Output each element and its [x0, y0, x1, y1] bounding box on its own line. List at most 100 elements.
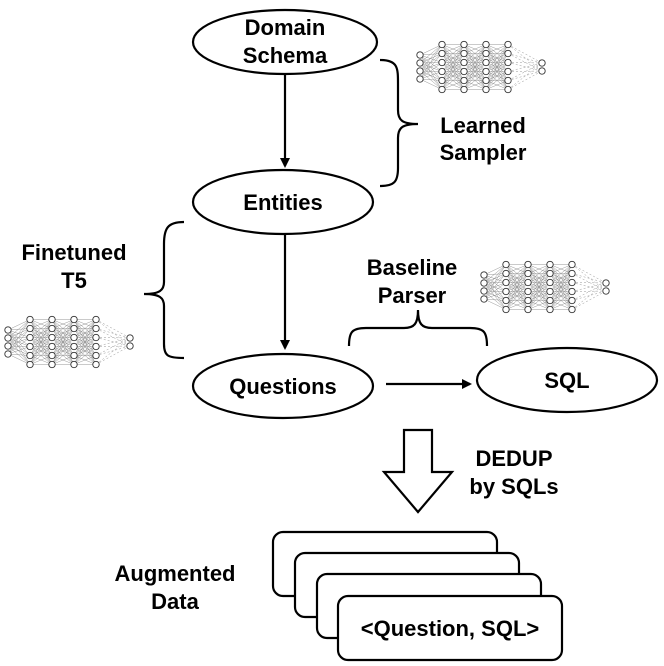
nn-edge	[505, 264, 529, 292]
nn-neuron	[70, 333, 78, 342]
nn-edge	[441, 44, 465, 54]
nn-edge	[73, 319, 97, 347]
nn-neuron	[70, 324, 78, 333]
nn-neuron	[416, 51, 424, 59]
nn-neuron	[460, 85, 468, 94]
nn-neuron	[92, 360, 100, 369]
nn-edge	[419, 44, 443, 56]
nn-neuron	[546, 278, 554, 287]
finetuned-t5-line1: Finetuned	[21, 240, 126, 265]
nn-edge	[95, 337, 131, 365]
nn-edge	[73, 319, 97, 338]
stack-card-4	[336, 594, 564, 662]
nn-neuron	[48, 315, 56, 324]
dedup-line1: DEDUP	[475, 446, 552, 471]
nn-edge	[419, 78, 443, 90]
nn-edge	[507, 53, 543, 64]
nn-edge	[419, 62, 443, 64]
nn-edge	[419, 44, 443, 72]
nn-edge	[507, 70, 543, 72]
nn-neuron	[568, 269, 576, 278]
nn-edge	[507, 62, 543, 72]
nn-neuron	[26, 333, 34, 342]
nn-neuron	[4, 342, 12, 350]
learned-sampler-line1: Learned	[440, 113, 526, 138]
nn-edge	[419, 53, 443, 64]
nn-neuron	[538, 67, 546, 75]
nn-neuron	[26, 360, 34, 369]
nn-neuron	[482, 85, 490, 94]
nn-neuron	[602, 287, 610, 295]
baseline-parser-label: Baseline Parser	[367, 255, 458, 308]
nn-edge	[571, 282, 607, 292]
nn-edge	[505, 282, 529, 310]
nn-edge	[29, 319, 53, 338]
nn-edge	[419, 62, 443, 72]
nn-edge	[549, 264, 573, 310]
learned-sampler-label: Learned Sampler	[440, 113, 527, 165]
nn-edge	[463, 44, 487, 54]
nn-edge	[463, 80, 487, 90]
nn-neuron	[48, 342, 56, 351]
nn-neuron	[92, 333, 100, 342]
nn-edge	[485, 44, 509, 90]
nn-neuron	[568, 296, 576, 305]
nn-edge	[485, 80, 509, 90]
nn-neuron	[70, 360, 78, 369]
nn-edge	[7, 353, 31, 365]
nn-edge	[483, 273, 507, 284]
nn-edge	[485, 44, 509, 54]
nn-edge	[419, 54, 443, 63]
nn-edge	[419, 53, 443, 72]
nn-edge	[549, 300, 573, 310]
nn-neuron	[4, 326, 12, 334]
nn-neuron	[460, 67, 468, 76]
nn-edge	[29, 355, 53, 365]
nn-neuron	[438, 76, 446, 85]
nn-edge	[7, 337, 31, 356]
nn-edge	[7, 353, 31, 356]
finetuned-t5-label: Finetuned T5	[21, 240, 126, 293]
nn-edge	[7, 319, 31, 331]
nn-neuron	[524, 260, 532, 269]
nn-edge	[507, 53, 543, 72]
nn-edge	[441, 44, 465, 90]
augmented-data-line1: Augmented	[115, 561, 236, 586]
nn-edge	[527, 264, 551, 310]
nn-neuron	[126, 342, 134, 350]
nn-edge	[507, 44, 543, 72]
nn-edge	[73, 319, 97, 365]
nn-edge	[527, 300, 551, 310]
nn-edge	[505, 300, 529, 310]
domain-schema-label-line2: Schema	[243, 43, 328, 68]
nn-edge	[507, 44, 543, 64]
nn-edge	[483, 264, 507, 276]
nn-edge	[419, 62, 443, 90]
nn-edge	[463, 44, 487, 72]
entities-label: Entities	[243, 190, 322, 215]
nn-neuron	[92, 351, 100, 360]
nn-edge	[51, 346, 75, 365]
nn-edge	[7, 329, 31, 365]
nn-edge	[7, 329, 31, 338]
nn-edge	[463, 44, 487, 63]
nn-neuron	[480, 295, 488, 303]
nn-neuron	[568, 305, 576, 314]
nn-edge	[549, 273, 573, 310]
nn-edge	[483, 290, 507, 292]
nn-edge	[571, 290, 607, 292]
nn-neuron	[480, 271, 488, 279]
nn-neuron	[26, 315, 34, 324]
nn-edge	[463, 44, 487, 81]
nn-neuron	[502, 287, 510, 296]
nn-edge	[419, 70, 443, 72]
nn-edge	[7, 337, 31, 347]
nn-neuron	[70, 351, 78, 360]
nn-neuron	[438, 49, 446, 58]
nn-edge	[527, 282, 551, 310]
nn-neuron	[524, 305, 532, 314]
entities-node: Entities	[191, 168, 375, 236]
baseline-parser-line2: Parser	[378, 283, 447, 308]
nn-edge	[95, 345, 131, 356]
